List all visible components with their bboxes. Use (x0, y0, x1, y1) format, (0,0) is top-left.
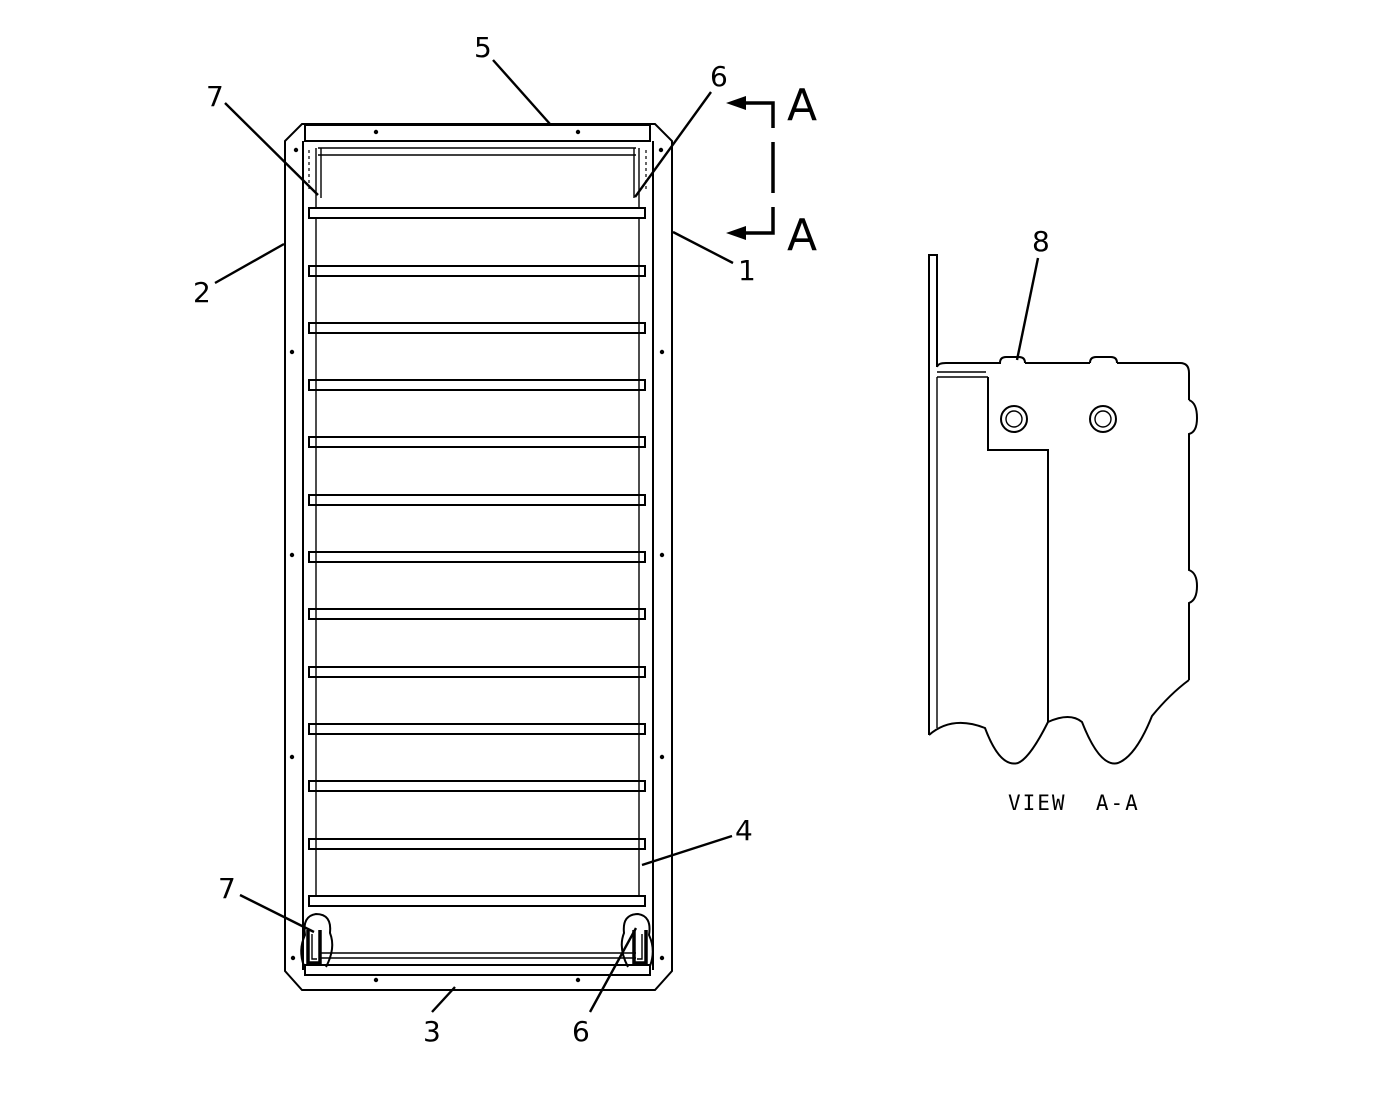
leader-lines (214, 59, 1040, 1013)
slat (308, 838, 646, 850)
arrow-head-icon (726, 96, 746, 110)
section-letter-bottom: A (787, 210, 817, 261)
section-letter-top: A (787, 80, 817, 131)
leader-5 (492, 59, 551, 125)
slat (308, 895, 646, 907)
callout-3: 3 (423, 1015, 441, 1048)
arrow-head-icon (726, 226, 746, 240)
leader-3 (431, 986, 456, 1013)
leader-7-bottom (239, 893, 315, 934)
view-title: VIEW A-A (1008, 791, 1140, 815)
clip-left (300, 912, 334, 968)
slat (308, 551, 646, 563)
callout-6-top: 6 (710, 60, 728, 93)
slat (308, 322, 646, 334)
callout-7-top: 7 (206, 80, 224, 113)
clip-right (620, 912, 654, 968)
top-rail (304, 124, 651, 142)
leader-6-top (634, 91, 712, 198)
slat (308, 207, 646, 219)
leader-1 (672, 230, 734, 265)
slat (308, 494, 646, 506)
leader-4 (641, 834, 733, 867)
leader-8 (1015, 257, 1040, 361)
callout-7-bottom: 7 (218, 872, 236, 905)
leader-7-top (224, 102, 319, 196)
callout-numbers: 5 7 6 2 1 4 7 3 6 8 (193, 31, 1050, 1048)
callout-5: 5 (474, 31, 492, 64)
leader-6-bottom (588, 927, 638, 1013)
callout-6-bottom: 6 (572, 1015, 590, 1048)
view-a-a-detail: VIEW A-A (928, 254, 1199, 815)
slat (308, 436, 646, 448)
frame-assembly (284, 123, 673, 991)
bolt-icon (1000, 405, 1028, 433)
slat (308, 379, 646, 391)
callout-4: 4 (735, 814, 753, 847)
callout-2: 2 (193, 276, 211, 309)
frame-outer-outline (284, 123, 673, 991)
slat (308, 265, 646, 277)
callout-8: 8 (1032, 225, 1050, 258)
leader-2 (214, 242, 285, 285)
bolt-icon (1089, 405, 1117, 433)
callout-1: 1 (738, 254, 756, 287)
slat (308, 608, 646, 620)
louver-slats (308, 207, 646, 907)
slat (308, 666, 646, 678)
break-line (928, 679, 1190, 765)
slat (308, 723, 646, 735)
bottom-rail (304, 964, 651, 976)
section-marker: A A (726, 80, 817, 261)
slat (308, 780, 646, 792)
mounting-holes (289, 129, 665, 983)
